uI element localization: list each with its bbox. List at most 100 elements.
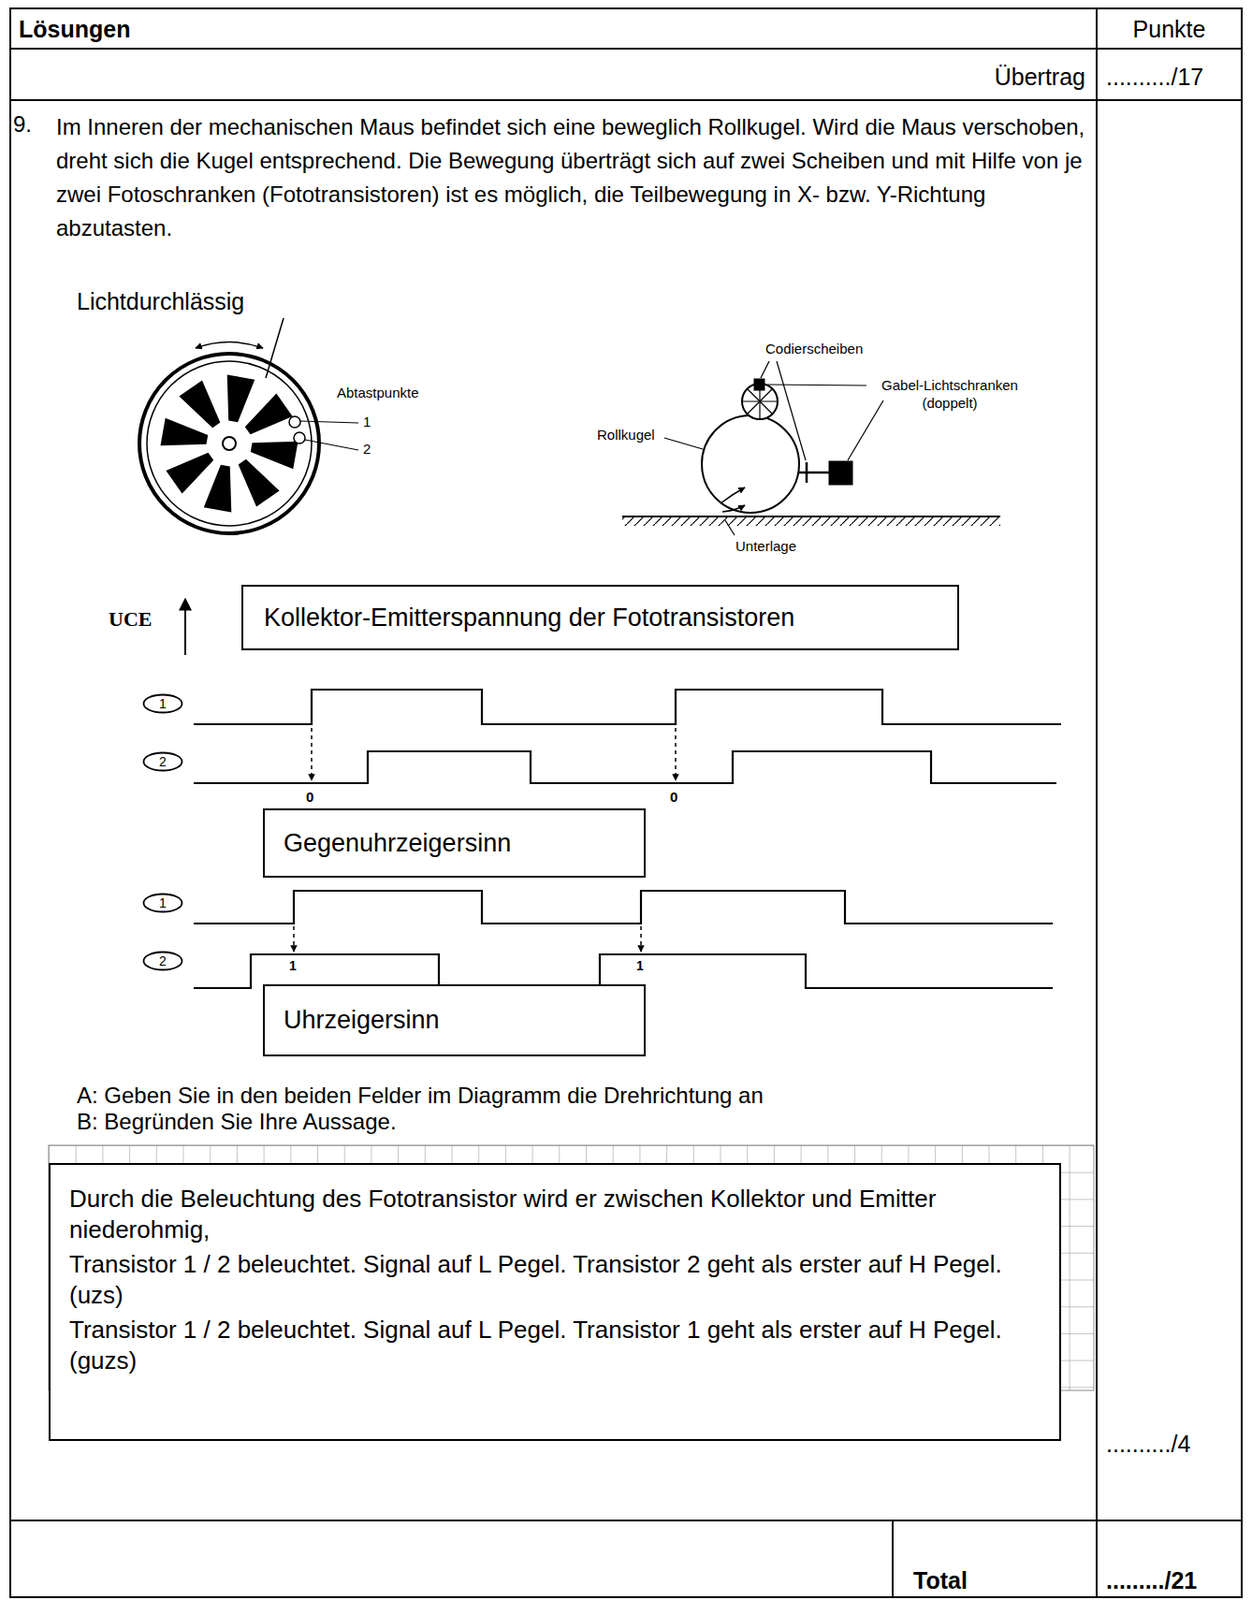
box-text: Gegenuhrzeigersinn: [283, 829, 626, 859]
art-line: [767, 384, 867, 386]
art-path: [720, 487, 745, 504]
edge-marker: 1: [289, 958, 297, 976]
art-line: [640, 926, 642, 952]
score-blank: ........../4: [1106, 1429, 1191, 1459]
carry-over-label: Übertrag: [898, 62, 1086, 92]
ellipse-shape: [144, 894, 183, 913]
edge-marker: 0: [669, 788, 678, 807]
art-path: [195, 342, 263, 349]
ellipse-shape: [144, 753, 183, 772]
art-line: [760, 361, 770, 379]
art-g: [160, 374, 298, 512]
art-path: [722, 505, 745, 512]
art-use: [203, 463, 240, 512]
table-header: Punkte: [1096, 14, 1242, 44]
art-line: [799, 471, 830, 475]
task-text: Im Inneren der mechanischen Maus befinde…: [56, 110, 1095, 246]
answer-box: Durch die Beleuchtung des Fototransistor…: [48, 1163, 1062, 1442]
box-text: Uhrzeigersinn: [283, 1005, 626, 1035]
art-line: [292, 926, 295, 952]
art-rect: [829, 461, 853, 485]
signal-number: 1: [159, 697, 167, 711]
art-line: [847, 400, 884, 461]
art-line: [747, 389, 772, 414]
signal-number: 2: [159, 954, 167, 968]
art-use: [162, 439, 223, 500]
task-number: 9.: [13, 110, 32, 139]
art-line: [805, 462, 809, 483]
art-use: [174, 377, 234, 437]
art-circle: [293, 432, 306, 444]
art-circle: [222, 436, 236, 451]
total-label: Total: [913, 1566, 968, 1596]
instruction-text: B: Begründen Sie Ihre Aussage.: [76, 1107, 397, 1136]
score-blank: ........./21: [1106, 1566, 1197, 1596]
ellipse-shape: [144, 695, 183, 714]
art-use: [160, 418, 209, 454]
art-polyline: [193, 890, 1053, 924]
art-use: [248, 433, 298, 469]
art-line: [300, 421, 359, 423]
art-polyline: [193, 689, 1062, 725]
art-circle: [701, 415, 800, 513]
score-blank: ........../17: [1106, 62, 1204, 92]
art-line: [184, 598, 187, 656]
coding-disc: [139, 318, 359, 534]
table-frame: [10, 8, 1242, 1598]
title-box: Kollektor-Emitterspannung der Fototransi…: [241, 584, 960, 651]
answer-text: Transistor 1 / 2 beleuchtet. Signal auf …: [69, 1314, 1041, 1377]
art-line: [891, 1520, 894, 1598]
art-use: [225, 450, 286, 510]
art-rect: [10, 8, 1242, 1598]
art-rect: [622, 517, 1001, 526]
art-line: [310, 727, 313, 781]
art-circle: [146, 361, 312, 526]
callout-number: 2: [363, 440, 371, 459]
edge-marker: 1: [636, 958, 644, 976]
answer-field: Uhrzeigersinn: [262, 984, 646, 1057]
art-circle: [289, 416, 301, 428]
art-polyline: [193, 954, 1053, 989]
art-line: [664, 437, 703, 450]
signal-circle: 2: [142, 751, 184, 772]
signal-circle: 1: [142, 693, 184, 714]
part-label: Rollkugel: [596, 426, 656, 445]
art-line: [747, 389, 772, 414]
instruction-text: A: Geben Sie in den beiden Felder im Dia…: [76, 1081, 764, 1110]
axis-label: UCE: [108, 606, 152, 633]
callout-number: 1: [363, 413, 371, 432]
art-line: [10, 99, 1242, 102]
art-line: [1095, 8, 1098, 1598]
signal-number: 2: [159, 755, 167, 769]
edge-marker: 0: [305, 788, 314, 807]
ellipse-shape: [144, 952, 183, 971]
disc-label: Lichtdurchlässig: [76, 287, 245, 317]
art-polyline: [193, 751, 1057, 784]
art-path: [218, 374, 255, 423]
art-line: [10, 1519, 1242, 1522]
art-circle: [139, 353, 320, 534]
box-text: Kollektor-Emitterspannung der Fototransi…: [263, 603, 937, 633]
signal-circle: 2: [142, 950, 184, 972]
answer-text: Transistor 1 / 2 beleuchtet. Signal auf …: [69, 1249, 1041, 1311]
timing-diagram: [185, 598, 1062, 989]
signal-number: 1: [159, 896, 167, 910]
art-line: [305, 439, 359, 451]
art-use: [235, 388, 296, 449]
art-rect: [754, 378, 765, 391]
art-line: [622, 515, 1001, 518]
art-line: [10, 47, 1242, 50]
art-line: [725, 520, 735, 536]
part-label: Unterlage: [735, 538, 797, 556]
table-header: Lösungen: [18, 14, 131, 44]
answer-text: Durch die Beleuchtung des Fototransistor…: [69, 1183, 1041, 1246]
part-label: Codierscheiben: [765, 340, 863, 359]
signal-circle: 1: [142, 892, 184, 914]
part-label: Gabel-Lichtschranken (doppelt): [870, 377, 1030, 413]
art-line: [265, 318, 284, 379]
art-line: [776, 361, 806, 461]
art-line: [674, 727, 677, 781]
disc-label: Abtastpunkte: [336, 384, 420, 403]
answer-field: Gegenuhrzeigersinn: [262, 808, 646, 878]
